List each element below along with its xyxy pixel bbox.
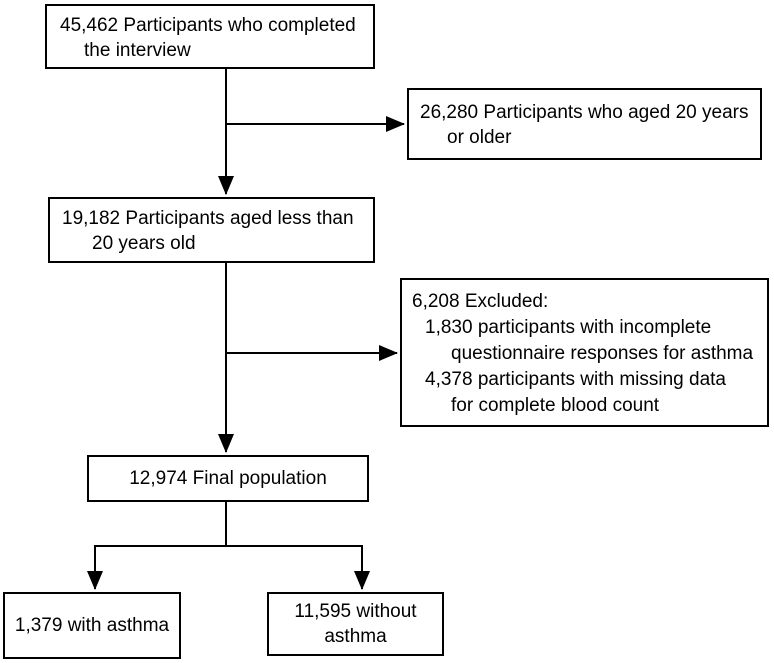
box-text-line: asthma <box>324 626 387 647</box>
box-text-line: 1,830 participants with incomplete <box>425 317 712 338</box>
box-text-line: or older <box>447 127 512 148</box>
box-text-line: 45,462 Participants who completed <box>60 15 356 36</box>
box-text-line: 20 years old <box>92 233 196 254</box>
box-text-line: 4,378 participants with missing data <box>425 369 726 390</box>
box-text-line: questionnaire responses for asthma <box>451 343 754 364</box>
box-text-line: 6,208 Excluded: <box>412 291 549 312</box>
box-excluded: 6,208 Excluded: 1,830 participants with … <box>400 278 769 427</box>
box-text-line: 1,379 with asthma <box>14 615 170 636</box>
box-text-line: for complete blood count <box>451 395 660 416</box>
box-text-line: 26,280 Participants who aged 20 years <box>420 102 749 123</box>
box-text-line: the interview <box>84 40 191 61</box>
box-aged-20-or-older: 26,280 Participants who aged 20 years or… <box>407 88 762 160</box>
box-text-line: 12,974 Final population <box>129 468 327 489</box>
box-with-asthma: 1,379 with asthma <box>3 592 181 659</box>
box-text-line: 19,182 Participants aged less than <box>62 208 354 229</box>
box-final-population: 12,974 Final population <box>87 455 369 502</box>
box-text-line: 11,595 without <box>294 601 417 622</box>
box-aged-under-20: 19,182 Participants aged less than 20 ye… <box>48 197 375 263</box>
box-without-asthma: 11,595 without asthma <box>267 592 444 656</box>
box-completed-interview: 45,462 Participants who completed the in… <box>45 4 375 69</box>
